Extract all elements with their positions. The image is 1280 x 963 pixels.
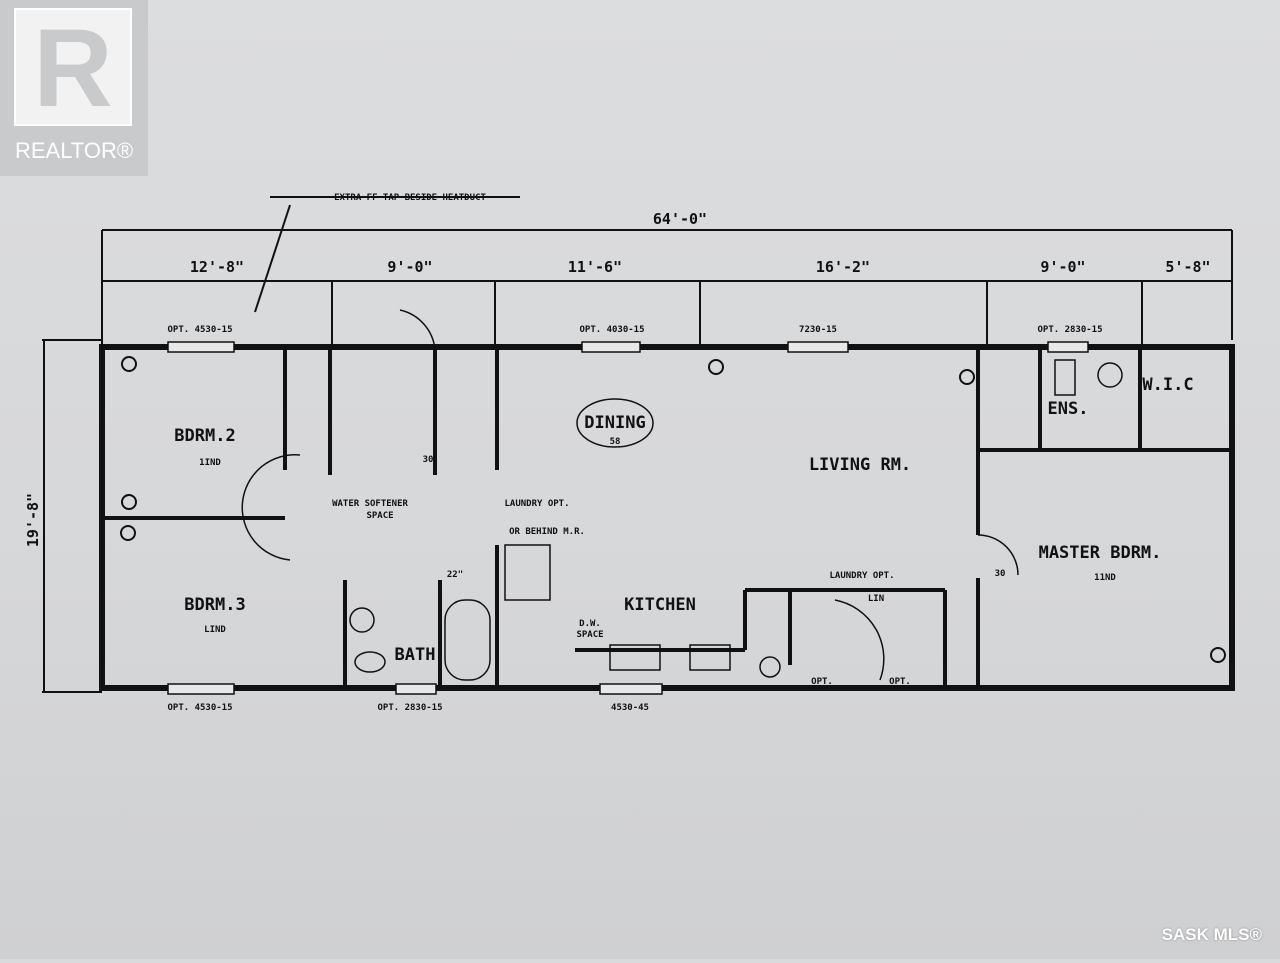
door-size-label: 30 <box>995 569 1006 579</box>
behind-label: OR BEHIND M.R. <box>509 527 585 537</box>
water-softener-label: WATER SOFTENER <box>332 499 408 509</box>
room-label-master: MASTER BDRM. <box>1039 543 1162 563</box>
laundry-opt-label-2: LAUNDRY OPT. <box>829 571 894 581</box>
window-label: OPT. 2830-15 <box>377 703 442 713</box>
windows <box>167 341 1089 695</box>
window-label: 4530-45 <box>611 703 649 713</box>
dim-segment: 16'-2" <box>816 258 870 276</box>
room-label-kitchen: KITCHEN <box>624 595 696 615</box>
mls-logo: SASK MLS® <box>1161 925 1262 944</box>
room-label-wic: W.I.C <box>1142 375 1193 395</box>
ceiling-light-icons <box>120 356 1226 663</box>
dim-segment: 11'-6" <box>568 258 622 276</box>
note-extra-tap: EXTRA FF TAP BESIDE HEATDUCT <box>334 193 486 203</box>
door-size-label: 30 <box>423 455 434 465</box>
realtor-logo: R REALTOR® <box>0 0 148 176</box>
room-sub-bdrm2: 1IND <box>199 458 221 468</box>
realtor-logo-text: REALTOR® <box>14 138 134 163</box>
linen-label: LIN <box>868 594 884 604</box>
dim-segment: 5'-8" <box>1165 258 1210 276</box>
window-label: 7230-15 <box>799 325 837 335</box>
dw-space-label: SPACE <box>576 630 603 640</box>
dim-segment: 9'-0" <box>387 258 432 276</box>
interior-walls <box>102 347 1232 688</box>
dim-overall-length: 64'-0" <box>653 210 707 228</box>
door-size-label: 22" <box>447 570 463 580</box>
window-label: OPT. 2830-15 <box>1037 325 1102 335</box>
room-label-living: LIVING RM. <box>809 455 911 475</box>
room-label-ensuite: ENS. <box>1048 399 1089 419</box>
dim-overall-width: 19'-8" <box>24 493 42 547</box>
dim-segment: 9'-0" <box>1040 258 1085 276</box>
dim-segment: 12'-8" <box>190 258 244 276</box>
room-label-bath: BATH <box>395 645 436 665</box>
room-sub-master: 11ND <box>1094 573 1116 583</box>
fixtures <box>241 309 1123 681</box>
dimension-lines <box>42 196 1233 693</box>
room-label-bdrm3: BDRM.3 <box>184 595 245 615</box>
room-label-bdrm2: BDRM.2 <box>174 426 235 446</box>
room-sub-dining: 58 <box>610 437 621 447</box>
window-label: OPT. 4530-15 <box>167 325 232 335</box>
realtor-r-mark: R <box>14 8 132 128</box>
laundry-opt-label: LAUNDRY OPT. <box>504 499 569 509</box>
room-label-dining: DINING <box>584 413 645 433</box>
window-label: OPT. 4030-15 <box>579 325 644 335</box>
window-label: OPT. 4530-15 <box>167 703 232 713</box>
opt-label: OPT. <box>811 677 833 687</box>
opt-label: OPT. <box>889 677 911 687</box>
dw-space-label: D.W. <box>579 619 601 629</box>
water-softener-label: SPACE <box>366 511 393 521</box>
room-sub-bdrm3: LIND <box>204 625 226 635</box>
